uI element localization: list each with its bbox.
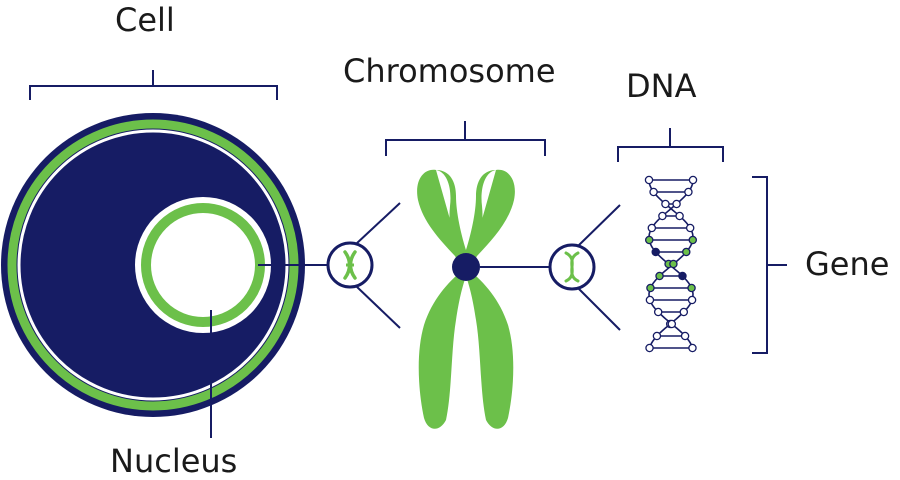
cell-bracket	[29, 70, 278, 100]
gene-bracket	[752, 176, 787, 354]
dna-node	[661, 199, 670, 209]
dna-node	[684, 187, 693, 197]
zoom-line-upper-2	[577, 204, 621, 247]
dna-node	[658, 211, 667, 221]
dna-node	[647, 223, 657, 233]
dna-node	[687, 283, 696, 293]
dna-node	[678, 271, 687, 281]
zoom-line-lower-2	[577, 287, 621, 331]
dna-node	[685, 223, 695, 233]
label-nucleus: Nucleus	[110, 442, 238, 480]
dna-node	[688, 175, 698, 185]
dna-node	[649, 187, 658, 197]
label-gene: Gene	[805, 245, 890, 283]
zoom-circle-chromosome	[326, 241, 374, 289]
label-cell: Cell	[115, 1, 175, 39]
dna-node	[687, 295, 697, 305]
dna-node	[646, 283, 655, 293]
chromosome	[417, 169, 515, 429]
zoom-line-upper-1	[355, 202, 401, 245]
dna-node	[688, 235, 698, 245]
dna-node	[672, 199, 681, 209]
dna-node	[645, 343, 654, 353]
dna-node	[667, 319, 677, 329]
dna-node	[653, 307, 663, 317]
dna-node	[652, 331, 662, 341]
dna-node	[645, 295, 655, 305]
dna-node	[644, 235, 654, 245]
dna-bracket	[617, 128, 724, 162]
chromatid-left	[417, 169, 470, 429]
dna-node	[679, 307, 689, 317]
dna-node	[682, 247, 691, 257]
dna-node	[644, 175, 654, 185]
zoom-line-lower-1	[355, 285, 401, 329]
chromosome-bracket	[385, 121, 546, 156]
nucleus-interior	[152, 214, 254, 316]
dna-double-helix	[644, 175, 698, 353]
dna-node	[655, 271, 664, 281]
chromatid-right	[462, 169, 515, 429]
dna-node	[675, 211, 684, 221]
dna-node	[651, 247, 660, 257]
dna-node	[669, 259, 678, 269]
dna-node	[680, 331, 690, 341]
zoom-circle-dna	[548, 243, 596, 291]
label-dna: DNA	[626, 67, 697, 105]
label-chromosome: Chromosome	[343, 52, 556, 90]
centromere	[452, 253, 480, 281]
dna-node	[688, 343, 697, 353]
nucleus	[135, 197, 271, 333]
